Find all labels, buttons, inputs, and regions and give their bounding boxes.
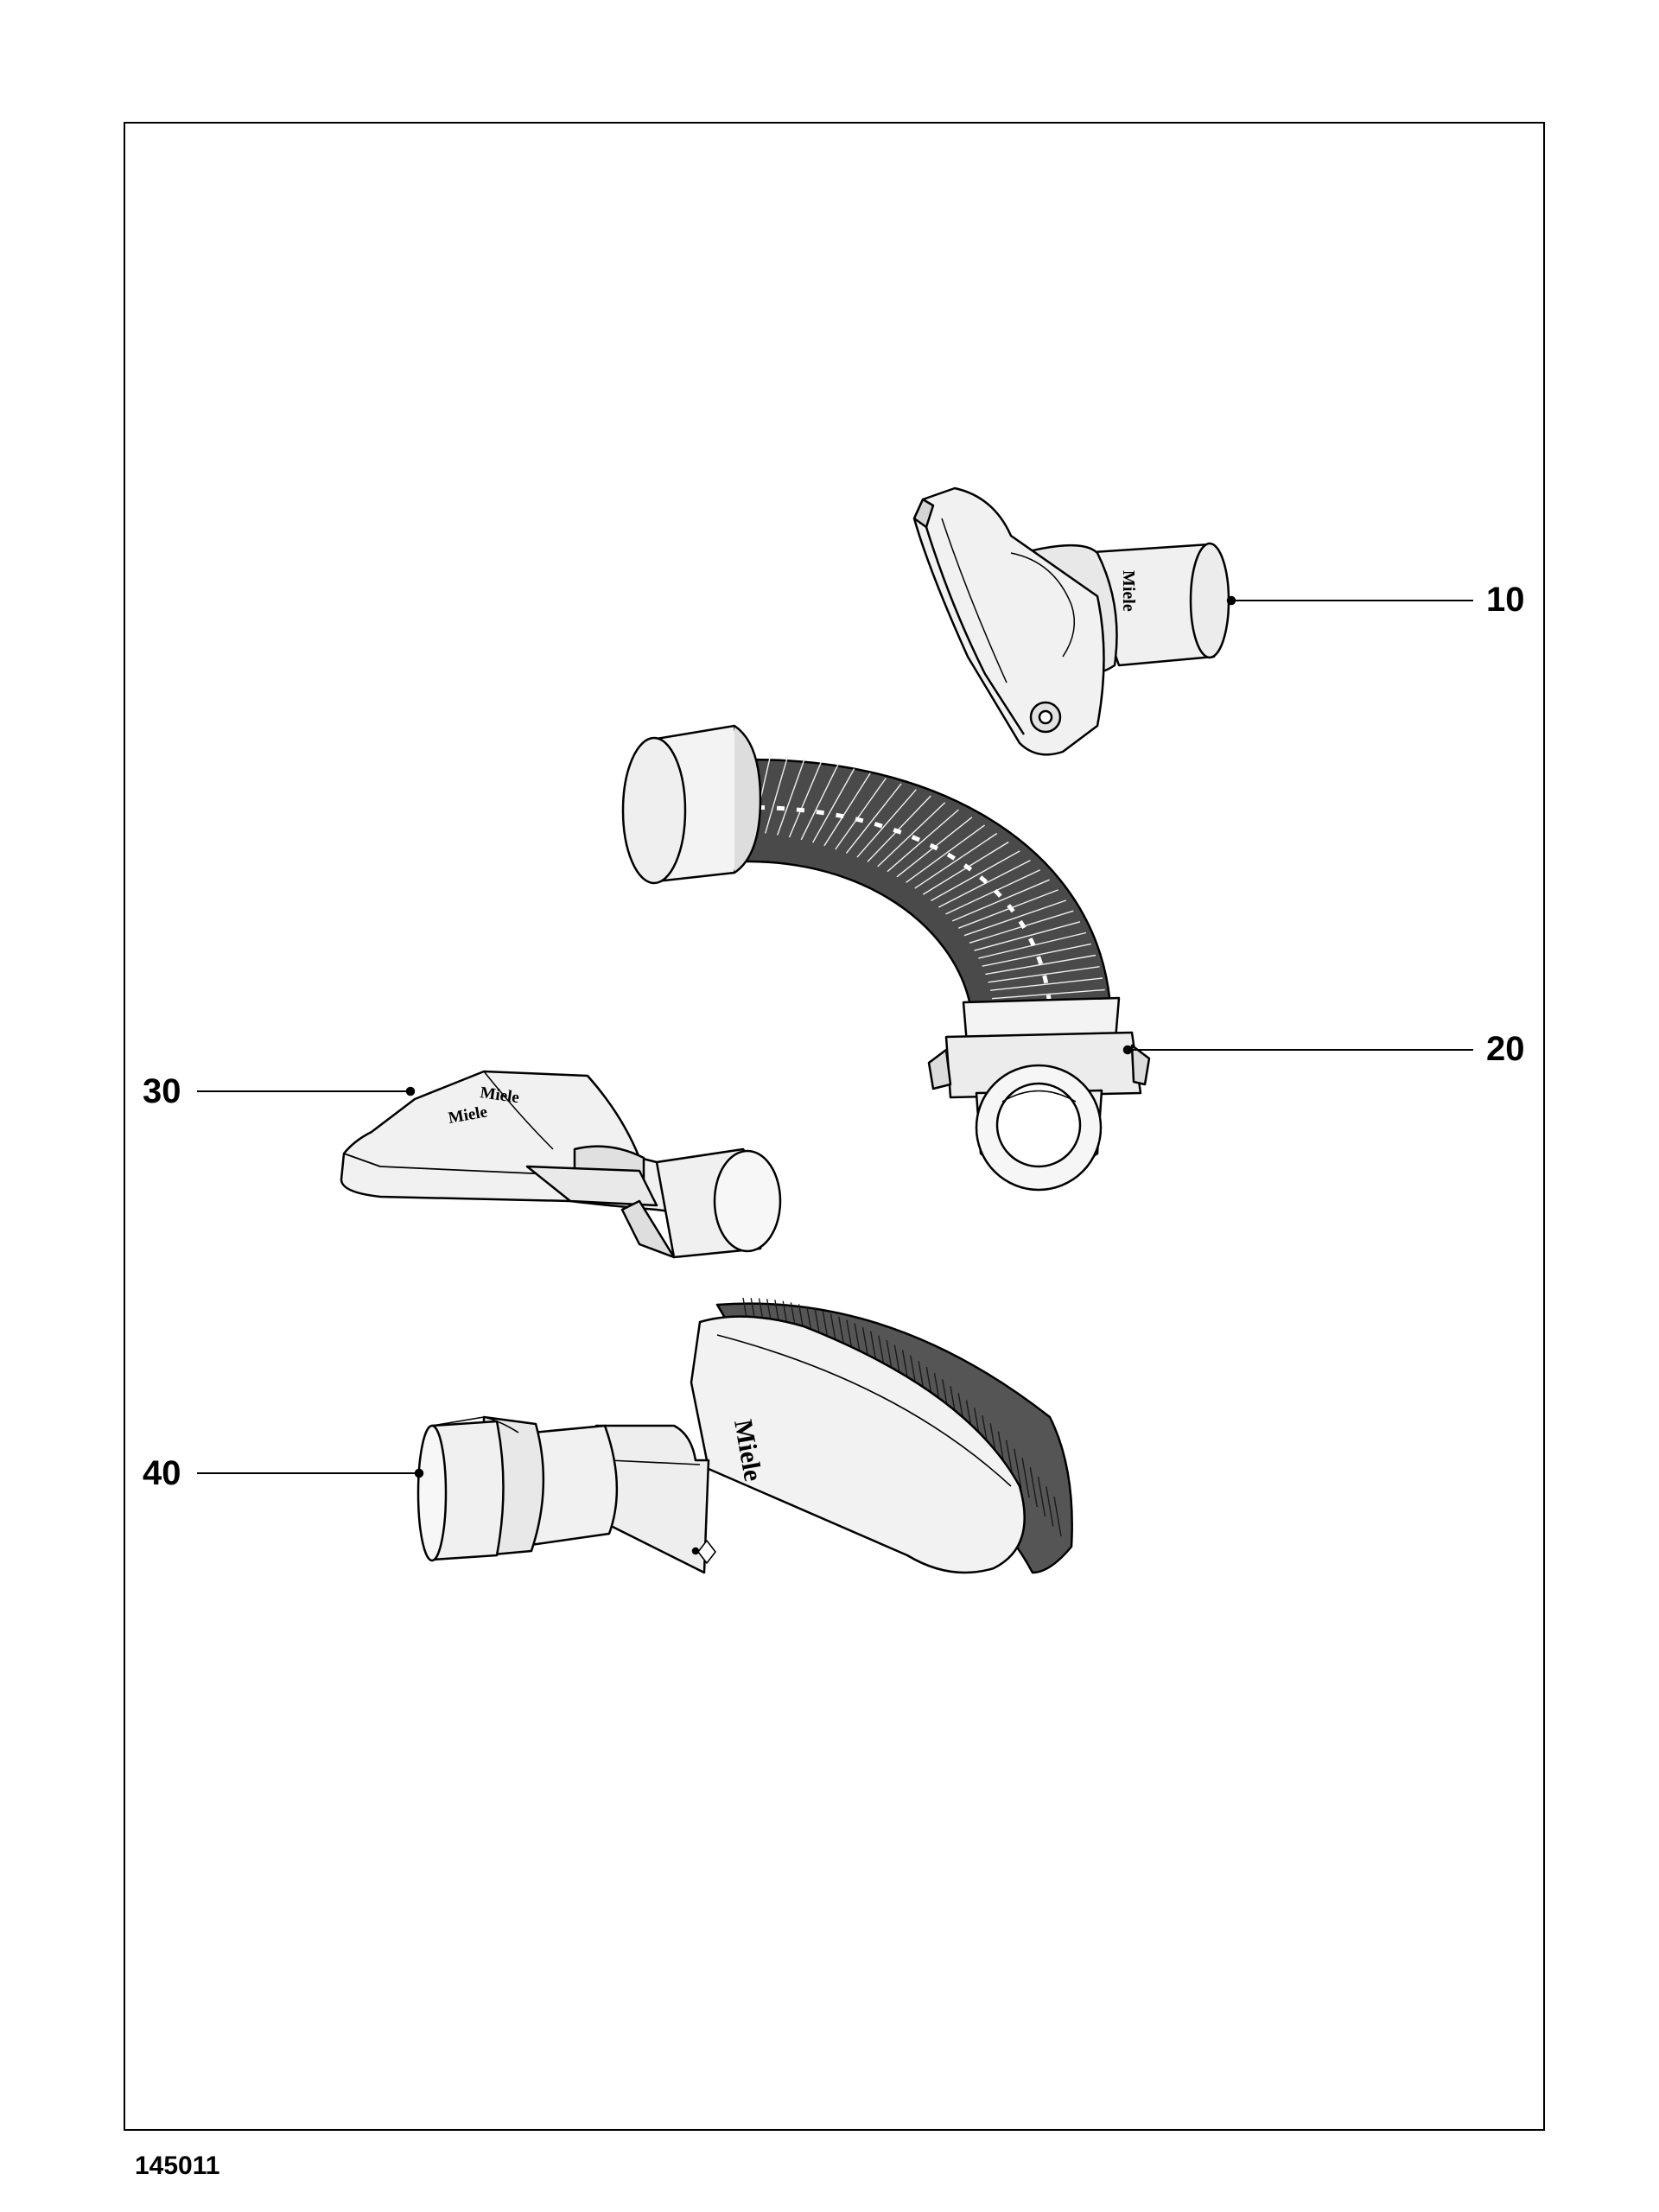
callout-30: 30 (143, 1072, 181, 1110)
part-30-flat-nozzle: Miele Miele (197, 1070, 782, 1259)
callout-40: 40 (143, 1454, 181, 1492)
drawing-frame (124, 122, 1545, 2131)
drawing-number: 145011 (135, 2152, 220, 2180)
callout-10: 10 (1486, 581, 1525, 619)
part-40-dusting-brush: Miele (197, 1297, 1073, 1574)
part-10-upholstery-nozzle: Miele (912, 486, 1473, 756)
callout-20: 20 (1486, 1030, 1525, 1068)
part-20-flexible-hose (621, 724, 1473, 1192)
miele-logo-part10: Miele (1119, 570, 1138, 612)
